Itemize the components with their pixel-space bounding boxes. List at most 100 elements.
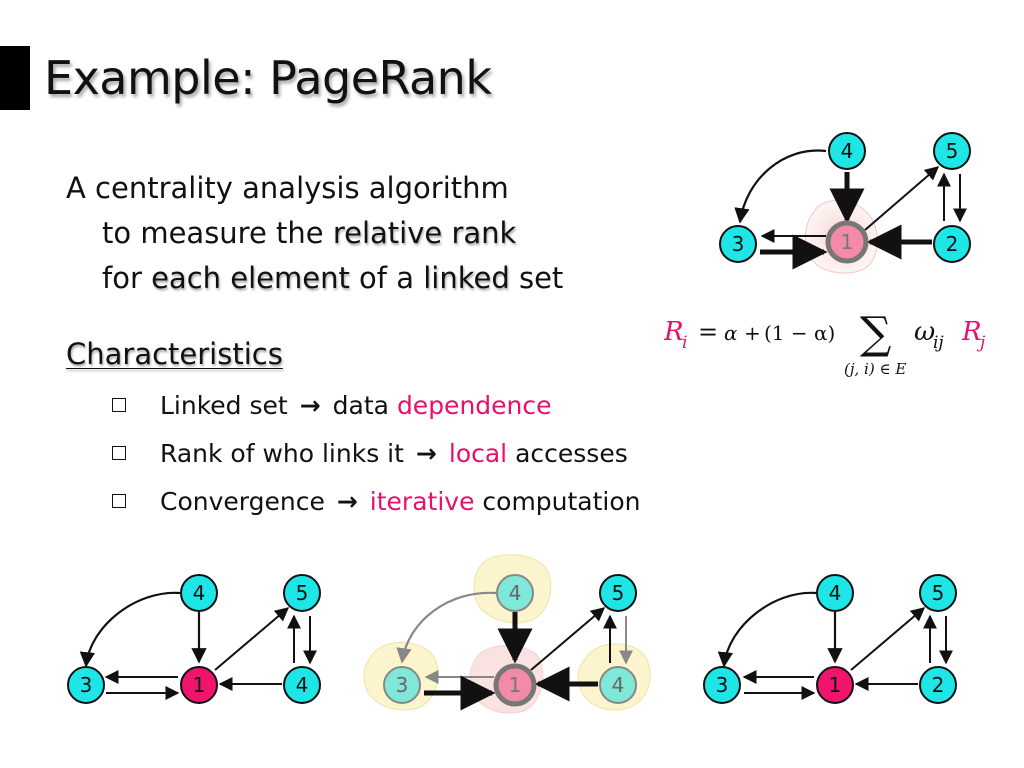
list-item: Rank of who links it→local accesses	[112, 434, 641, 482]
intro-line-2: to measure the relative rank	[66, 211, 563, 256]
intro-text: A centrality analysis algorithm to measu…	[66, 166, 563, 301]
edge-4-3	[717, 591, 817, 668]
node-label: 3	[80, 673, 93, 697]
right-arrow-icon: →	[299, 391, 321, 420]
intro-line-2-prefix: to measure the	[102, 216, 333, 250]
node-5: 5	[283, 574, 321, 612]
formula-sum: ∑	[860, 308, 891, 359]
formula-sum-sub: (j, i) ∈ E	[844, 360, 906, 378]
intro-line-3: for each element of a linked set	[66, 256, 563, 301]
node-label: 5	[932, 581, 945, 605]
graph-bottom-right: 4 5 3 1 2	[694, 566, 984, 730]
bullet-rest: computation	[474, 487, 641, 516]
node-label: 4	[829, 581, 842, 605]
bullet-square-icon	[112, 446, 126, 460]
graph-bottom-left: 4 5 3 1 4	[60, 566, 350, 730]
node-label: 5	[946, 139, 959, 163]
node-2: 4	[283, 666, 321, 704]
bullet-square-icon	[112, 398, 126, 412]
bullet-highlight: dependence	[396, 391, 552, 420]
characteristics-heading: Characteristics	[66, 337, 283, 371]
term-each-element: each element	[151, 261, 350, 295]
node-5: 5	[919, 574, 957, 612]
edge-1-5	[214, 607, 290, 671]
graph-top: 4 5 3 1 2	[704, 124, 1004, 288]
right-arrow-icon: →	[415, 439, 437, 468]
term-linked: linked	[423, 261, 510, 295]
formula-equals: =	[698, 318, 718, 346]
node-label: 4	[509, 581, 522, 605]
node-4: 4	[828, 132, 866, 170]
graph-bottom-left-svg: 4 5 3 1 4	[67, 574, 321, 704]
node-label: 5	[296, 581, 309, 605]
node-label: 1	[829, 673, 842, 697]
formula-omega-sub: ij	[933, 333, 944, 353]
graph-bottom-mid: 4 5 3 1 4	[363, 550, 664, 734]
intro-line-3-mid: of a	[349, 261, 424, 295]
formula-rhs: R	[961, 317, 982, 347]
node-label: 4	[193, 581, 206, 605]
bullet-term: Convergence	[160, 487, 325, 516]
node-3: 3	[719, 225, 757, 263]
bullet-term: Linked set	[160, 391, 288, 420]
formula-paren: (1 − α)	[764, 321, 835, 345]
edge-4-3	[396, 591, 497, 664]
title-accent-bar	[0, 46, 30, 110]
edge-1-5	[850, 607, 926, 671]
node-label: 1	[509, 673, 522, 697]
node-label: 3	[396, 673, 409, 697]
formula-lhs-sub: i	[682, 333, 687, 353]
node-label: 4	[612, 673, 625, 697]
node-3: 3	[383, 666, 421, 704]
intro-line-1: A centrality analysis algorithm	[66, 171, 509, 205]
bullet-term: Rank of who links it	[160, 439, 404, 468]
node-label: 3	[732, 232, 745, 256]
node-3: 3	[703, 666, 741, 704]
node-label: 2	[946, 232, 959, 256]
characteristics-list: Linked set → data dependence Rank of who l…	[112, 386, 641, 530]
node-2: 2	[933, 225, 971, 263]
bullet-plain: data	[332, 391, 397, 420]
edge-4-3	[79, 591, 181, 668]
node-label: 3	[716, 673, 729, 697]
node-5: 5	[933, 132, 971, 170]
formula-lhs: R	[664, 317, 684, 347]
right-arrow-icon: →	[336, 487, 358, 516]
node-2: 4	[599, 666, 637, 704]
edge-1-5	[530, 607, 606, 671]
node-1: 1	[816, 666, 854, 704]
formula-alpha: α	[724, 321, 738, 345]
intro-line-3-suffix: set	[509, 261, 564, 295]
node-label: 1	[193, 673, 206, 697]
pagerank-formula: R i = α + (1 − α) ∑ (j, i) ∈ E ω ij R j	[664, 306, 1014, 386]
bullet-highlight: local	[448, 439, 508, 468]
edge-4-3	[734, 149, 827, 224]
node-3: 3	[67, 666, 105, 704]
graph-bottom-right-svg: 4 5 3 1 2	[703, 574, 957, 704]
node-2: 2	[919, 666, 957, 704]
graph-bottom-mid-svg: 4 5 3 1 4	[363, 554, 651, 714]
node-1: 1	[180, 666, 218, 704]
node-4: 4	[816, 574, 854, 612]
formula-svg: R i = α + (1 − α) ∑ (j, i) ∈ E ω ij R j	[664, 308, 986, 378]
node-4: 4	[180, 574, 218, 612]
formula-rhs-sub: j	[976, 333, 986, 353]
graph-top-svg: 4 5 3 1 2	[719, 132, 971, 274]
intro-line-3-prefix: for	[102, 261, 152, 295]
node-1: 1	[493, 663, 537, 707]
node-label: 4	[841, 139, 854, 163]
list-item: Linked set → data dependence	[112, 386, 641, 434]
node-label: 4	[296, 673, 309, 697]
slide-title: Example: PageRank	[44, 51, 492, 105]
node-1: 1	[825, 220, 869, 264]
node-4: 4	[496, 574, 534, 612]
edge-1-5	[864, 166, 940, 231]
node-label: 5	[612, 581, 625, 605]
term-relative-rank: relative rank	[332, 216, 517, 250]
formula-omega: ω	[914, 317, 935, 347]
node-label: 2	[932, 673, 945, 697]
node-label: 1	[841, 230, 854, 254]
list-item: Convergence→iterative computation	[112, 482, 641, 530]
formula-plus: +	[744, 321, 761, 345]
node-5: 5	[599, 574, 637, 612]
